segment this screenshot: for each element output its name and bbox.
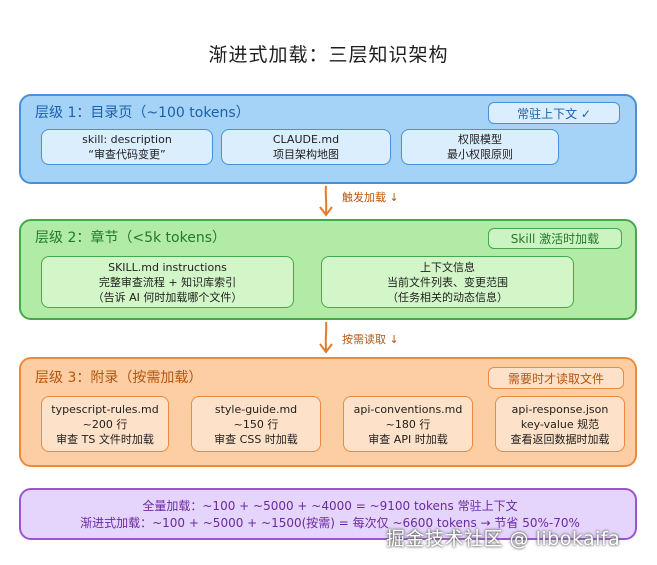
box-line: 上下文信息 bbox=[420, 260, 475, 274]
box-line: 最小权限原则 bbox=[447, 148, 513, 161]
box-line: 审查 TS 文件时加载 bbox=[56, 432, 154, 446]
box-line: skill: description bbox=[82, 133, 172, 146]
context-info-box: 上下文信息 当前文件列表、变更范围 （任务相关的动态信息） bbox=[321, 256, 574, 308]
box-line: 审查 CSS 时加载 bbox=[214, 432, 298, 446]
box-line: ~150 行 bbox=[233, 417, 279, 431]
layer-2-title: 层级 2：章节（<5k tokens） bbox=[35, 230, 226, 246]
layer-1-title: 层级 1：目录页（~100 tokens） bbox=[35, 105, 250, 121]
summary-progressive-load: 渐进式加载：~100 + ~5000 + ~1500(按需) = 每次仅 ~66… bbox=[80, 516, 580, 530]
box-line: api-response.json bbox=[511, 402, 609, 416]
down-arrow-icon bbox=[319, 185, 333, 217]
box-line: 审查 API 时加载 bbox=[368, 432, 448, 446]
layer-3-panel: 层级 3：附录（按需加载） 需要时才读取文件 typescript-rules.… bbox=[19, 357, 637, 467]
box-line: key-value 规范 bbox=[520, 417, 600, 431]
on-demand-read-label: 按需读取 ↓ bbox=[342, 333, 399, 346]
box-line: （告诉 AI 何时加载哪个文件） bbox=[92, 290, 243, 304]
layer-2-tag: Skill 激活时加载 bbox=[488, 228, 622, 249]
trigger-load-label: 触发加载 ↓ bbox=[342, 191, 399, 204]
watermark: 掘金技术社区 @ libokaifa bbox=[386, 528, 621, 550]
typescript-rules-box: typescript-rules.md ~200 行 审查 TS 文件时加载 bbox=[41, 396, 169, 452]
box-line: SKILL.md instructions bbox=[108, 260, 227, 274]
box-line: ~180 行 bbox=[385, 417, 431, 431]
permission-model-box: 权限模型 最小权限原则 bbox=[401, 129, 559, 165]
claude-md-box: CLAUDE.md 项目架构地图 bbox=[221, 129, 391, 165]
layer-3-title: 层级 3：附录（按需加载） bbox=[35, 370, 203, 386]
layer-1-panel: 层级 1：目录页（~100 tokens） 常驻上下文 ✓ skill: des… bbox=[19, 94, 637, 184]
box-line: （任务相关的动态信息） bbox=[387, 290, 508, 304]
style-guide-box: style-guide.md ~150 行 审查 CSS 时加载 bbox=[191, 396, 321, 452]
box-line: typescript-rules.md bbox=[51, 402, 159, 416]
api-conventions-box: api-conventions.md ~180 行 审查 API 时加载 bbox=[343, 396, 473, 452]
box-line: 项目架构地图 bbox=[273, 148, 339, 161]
summary-full-load: 全量加载：~100 + ~5000 + ~4000 = ~9100 tokens… bbox=[142, 499, 518, 513]
api-response-box: api-response.json key-value 规范 查看返回数据时加载 bbox=[495, 396, 625, 452]
layer-2-panel: 层级 2：章节（<5k tokens） Skill 激活时加载 SKILL.md… bbox=[19, 219, 637, 320]
box-line: “审查代码变更” bbox=[88, 148, 166, 161]
summary-panel: 全量加载：~100 + ~5000 + ~4000 = ~9100 tokens… bbox=[19, 488, 637, 540]
box-line: 完整审查流程 + 知识库索引 bbox=[98, 275, 237, 289]
layer-1-tag: 常驻上下文 ✓ bbox=[488, 102, 620, 124]
page-title: 渐进式加载：三层知识架构 bbox=[208, 44, 449, 66]
down-arrow-icon bbox=[319, 321, 333, 354]
skill-description-box: skill: description “审查代码变更” bbox=[41, 129, 213, 165]
skill-md-box: SKILL.md instructions 完整审查流程 + 知识库索引 （告诉… bbox=[41, 256, 294, 308]
box-line: api-conventions.md bbox=[353, 402, 463, 416]
box-line: 查看返回数据时加载 bbox=[510, 432, 610, 446]
layer-3-tag: 需要时才读取文件 bbox=[488, 367, 624, 389]
box-line: style-guide.md bbox=[214, 402, 298, 416]
box-line: CLAUDE.md bbox=[272, 133, 340, 146]
box-line: 当前文件列表、变更范围 bbox=[387, 275, 508, 289]
box-line: ~200 行 bbox=[82, 417, 128, 431]
box-line: 权限模型 bbox=[458, 133, 502, 146]
